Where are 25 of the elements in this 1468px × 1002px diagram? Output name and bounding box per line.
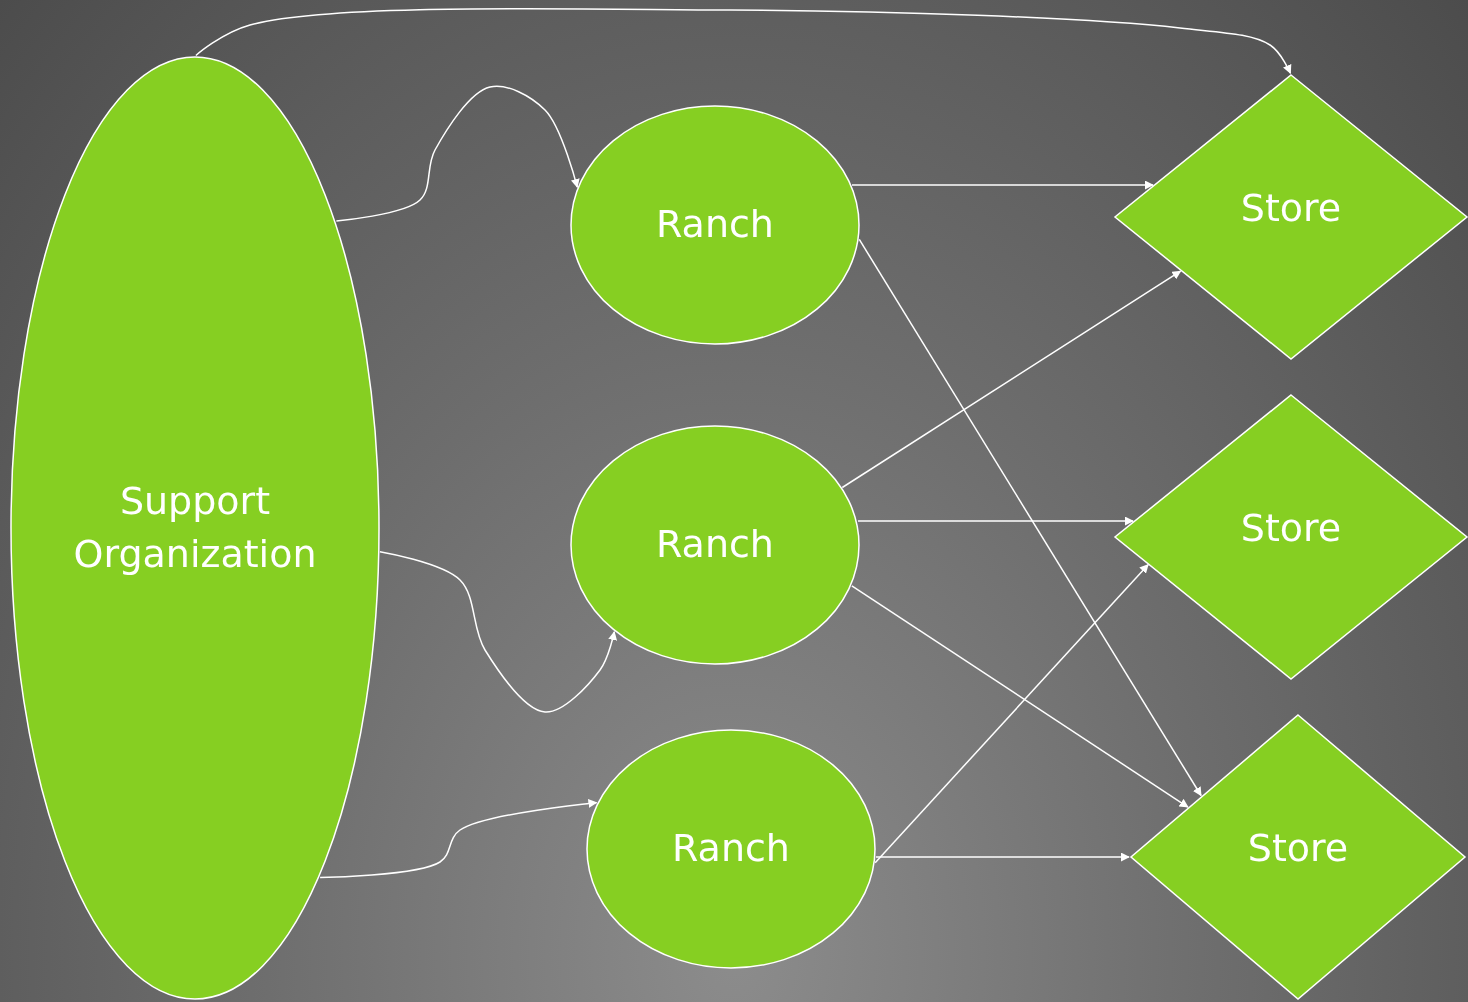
diamond-node: [1130, 714, 1466, 1000]
node-label: Store: [1246, 825, 1350, 873]
arrow: [335, 85, 580, 222]
ellipse-node: [570, 425, 860, 665]
ellipse-node: [10, 56, 380, 1000]
node-label: Ranch: [655, 201, 775, 249]
arrow: [857, 516, 1134, 526]
arrow: [379, 550, 617, 713]
node-label: Support Organization: [72, 477, 318, 578]
node-label: Store: [1239, 505, 1343, 553]
diamond-node: [1114, 394, 1468, 680]
node-label: Ranch: [655, 521, 775, 569]
arrow: [858, 238, 1202, 797]
ellipse-node: [570, 105, 860, 345]
arrow: [841, 270, 1182, 489]
diamond-node: [1114, 74, 1468, 360]
arrow: [195, 7, 1292, 74]
arrow: [319, 799, 598, 879]
arrow: [851, 585, 1189, 808]
arrow: [874, 563, 1149, 864]
node-label: Store: [1239, 185, 1343, 233]
ellipse-node: [586, 729, 876, 969]
arrow: [875, 852, 1130, 862]
node-label: Ranch: [671, 825, 791, 873]
arrow: [851, 180, 1154, 190]
